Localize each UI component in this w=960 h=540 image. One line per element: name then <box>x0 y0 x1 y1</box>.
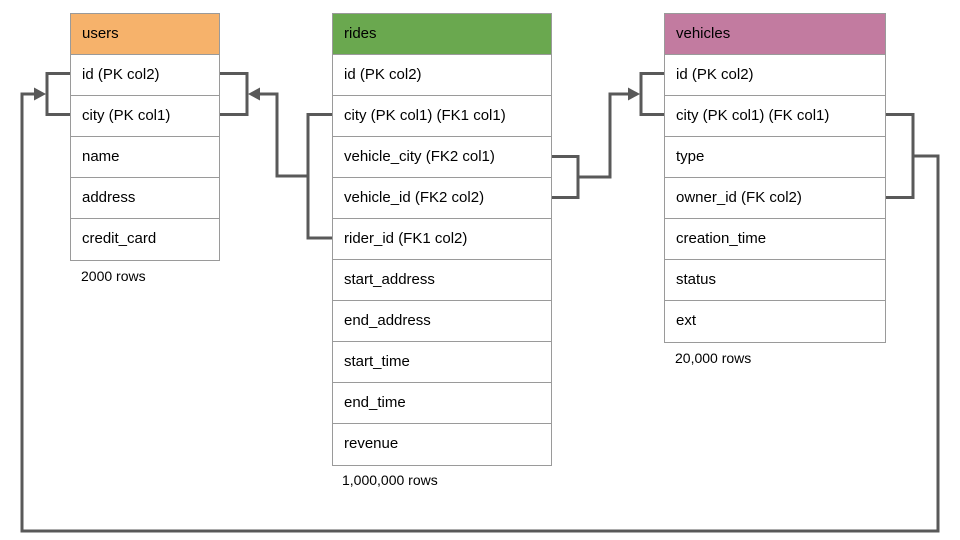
table-users-rowcount: 2000 rows <box>81 268 146 284</box>
column-row-rides: vehicle_id (FK2 col2) <box>333 178 551 219</box>
column-row-vehicles: status <box>665 260 885 301</box>
table-vehicles-columns: id (PK col2)city (PK col1) (FK col1)type… <box>665 55 885 342</box>
column-row-rides: end_address <box>333 301 551 342</box>
table-vehicles-rowcount: 20,000 rows <box>675 350 752 366</box>
column-row-rides: vehicle_city (FK2 col1) <box>333 137 551 178</box>
table-vehicles: vehicles id (PK col2)city (PK col1) (FK … <box>664 13 886 343</box>
fk1-arrowhead <box>248 87 260 101</box>
column-row-vehicles: creation_time <box>665 219 885 260</box>
fk-link-line <box>20 92 940 533</box>
column-row-vehicles: city (PK col1) (FK col1) <box>665 96 885 137</box>
column-row-users: id (PK col2) <box>71 55 219 96</box>
column-row-vehicles: id (PK col2) <box>665 55 885 96</box>
vehicles-right-bracket <box>886 113 915 199</box>
fk-connector-vehicles-to-users <box>20 72 940 533</box>
table-users-header: users <box>71 14 219 55</box>
column-row-users: credit_card <box>82 230 157 247</box>
table-rides: rides id (PK col2)city (PK col1) (FK1 co… <box>332 13 552 466</box>
table-rides-columns: id (PK col2)city (PK col1) (FK1 col1)veh… <box>333 55 551 465</box>
rides-right-bracket <box>552 155 580 199</box>
column-row-vehicles: ext <box>676 312 697 329</box>
column-row-users: city (PK col1) <box>71 96 219 137</box>
fk2-arrowhead <box>628 87 640 101</box>
column-row-vehicles: owner_id (FK col2) <box>665 178 885 219</box>
column-row-rides: id (PK col2) <box>333 55 551 96</box>
fk2-link-line <box>578 92 629 179</box>
column-row-rides: start_address <box>333 260 551 301</box>
column-row-users: name <box>71 137 219 178</box>
rides-left-bracket <box>306 113 332 240</box>
fk1-connector-rides-to-users <box>220 72 332 240</box>
fk2-connector-rides-to-vehicles <box>552 72 664 199</box>
column-row-rides: revenue <box>344 435 399 452</box>
column-row-users: address <box>71 178 219 219</box>
users-right-bracket <box>220 72 249 116</box>
table-rides-rowcount: 1,000,000 rows <box>342 472 438 488</box>
column-row-rides: end_time <box>333 383 551 424</box>
table-vehicles-header: vehicles <box>665 14 885 55</box>
column-row-vehicles: type <box>665 137 885 178</box>
vehicles-left-bracket <box>639 72 664 116</box>
fk-arrowhead <box>34 87 46 101</box>
fk1-link-line <box>259 92 308 178</box>
column-row-rides: city (PK col1) (FK1 col1) <box>333 96 551 137</box>
users-left-bracket <box>45 72 70 116</box>
column-row-rides: rider_id (FK1 col2) <box>333 219 551 260</box>
column-row-rides: start_time <box>333 342 551 383</box>
table-rides-header: rides <box>333 14 551 55</box>
